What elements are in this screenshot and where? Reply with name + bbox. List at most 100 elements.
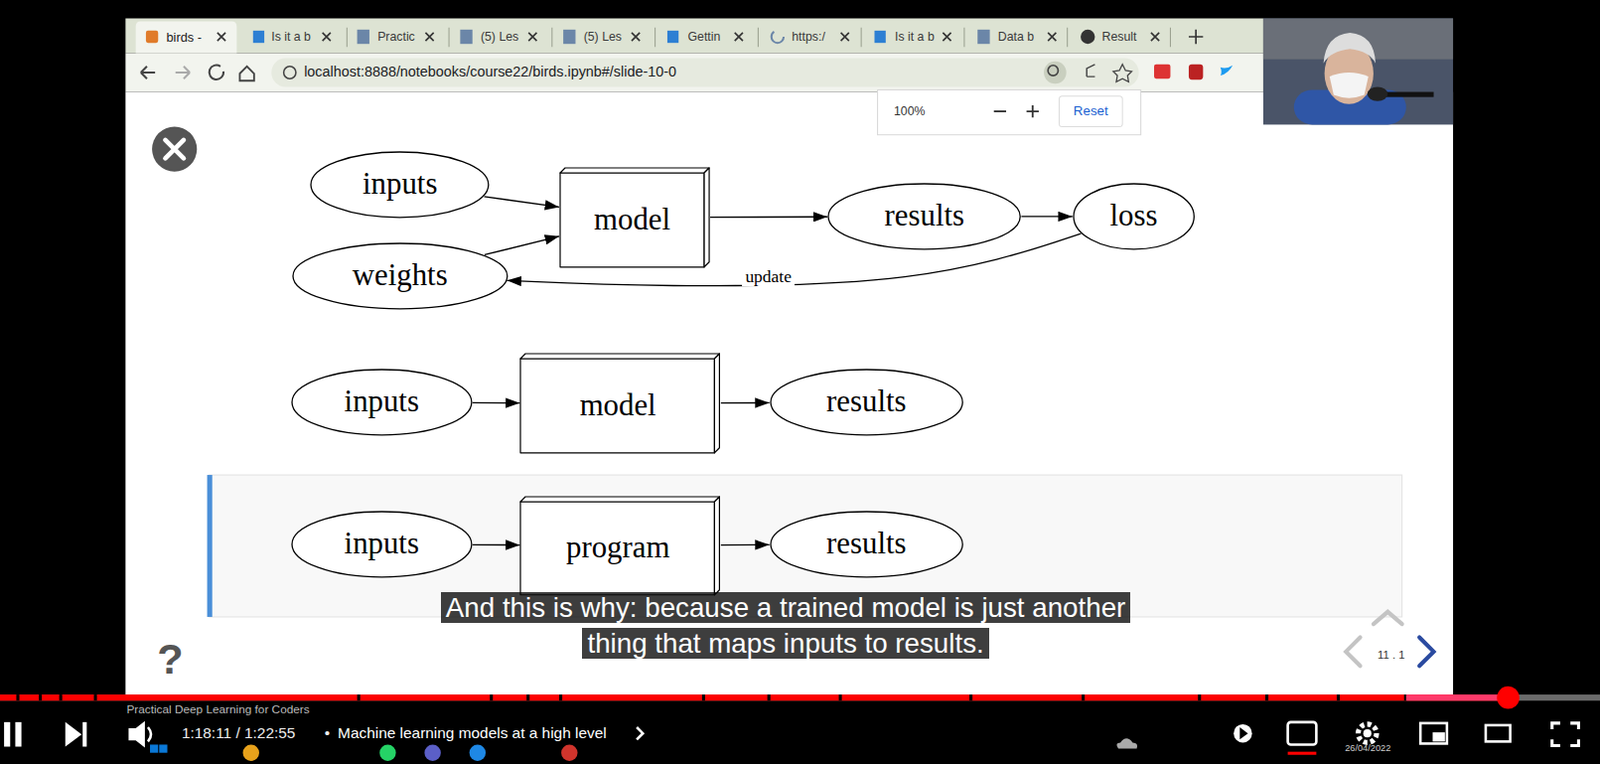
progress-bar	[94, 694, 98, 701]
tab-close-icon	[322, 32, 331, 41]
zoom-popup	[1026, 105, 1039, 118]
player-controls	[147, 727, 151, 741]
taskbar-icon	[1233, 724, 1252, 743]
watermark-text: Practical Deep Learning for Coders	[126, 702, 309, 717]
box-outline	[560, 172, 705, 268]
progress-bar	[489, 694, 493, 701]
taskbar-icon	[1116, 737, 1138, 748]
webcam-inset	[1323, 32, 1376, 64]
tab-favicon	[874, 30, 886, 43]
tab-strip	[125, 18, 1264, 54]
taskbar-icon	[379, 743, 396, 760]
player-controls	[82, 722, 87, 747]
tab-favicon	[145, 29, 1096, 44]
tab-favicon	[563, 29, 576, 44]
tab-favicon	[667, 30, 679, 43]
address-bar	[239, 66, 254, 81]
progress-bar	[839, 694, 843, 701]
address-bar	[125, 52, 1264, 92]
box-outline	[715, 353, 721, 453]
url-text: localhost:8888/notebooks/course22/birds.…	[303, 63, 677, 81]
separator-dot: •	[324, 724, 330, 742]
player-controls	[1433, 731, 1446, 741]
node-text: model	[593, 202, 671, 238]
arrow-connector	[710, 216, 828, 219]
arrow-connector	[472, 544, 521, 547]
process-box: model	[519, 352, 721, 454]
progress-bar	[1336, 694, 1340, 701]
progress-bar	[767, 694, 771, 701]
ellipse-outline	[828, 183, 1020, 250]
address-bar	[1154, 64, 1170, 79]
tab-title: Data b	[998, 29, 1034, 45]
tab-favicon	[253, 30, 265, 43]
ellipse-node: results	[827, 182, 1021, 251]
player-controls	[3, 721, 1579, 755]
node-text: inputs	[362, 166, 437, 202]
progress-bar	[15, 694, 19, 701]
ellipse-outline	[310, 151, 489, 218]
player-controls	[14, 722, 21, 747]
address-bar	[1047, 65, 1058, 76]
node-text: loss	[1109, 198, 1158, 234]
close-button	[164, 140, 183, 159]
progress-bar	[1406, 694, 1509, 701]
player-controls	[1288, 722, 1317, 745]
process-box: model	[559, 166, 711, 269]
address-bar	[209, 65, 224, 80]
tab-strip	[136, 21, 238, 54]
arrow-connector	[721, 544, 770, 547]
tab-close-icon	[734, 32, 743, 41]
node-text: results	[826, 384, 906, 420]
tab-strip	[448, 27, 450, 48]
box-outline	[560, 167, 710, 173]
tab-favicon	[459, 29, 472, 44]
tab-close-icon	[1151, 32, 1160, 41]
close-button	[151, 126, 197, 171]
webcam-inset	[1329, 72, 1369, 99]
chapter-title: Machine learning models at a high level	[337, 724, 607, 742]
arrow-connector	[483, 196, 560, 208]
player-controls	[3, 722, 10, 747]
address-bar	[284, 66, 296, 79]
ellipse-node: inputs	[290, 368, 473, 437]
ellipse-node: results	[769, 510, 964, 579]
taskbar-icon	[424, 743, 440, 760]
box-outline	[704, 167, 710, 268]
tab-close-icon	[942, 32, 951, 41]
progress-bar	[1081, 694, 1085, 701]
taskbar-icon	[1239, 727, 1248, 739]
node-text: inputs	[344, 384, 420, 420]
tab-strip	[551, 27, 553, 48]
tab-title: birds -	[165, 29, 202, 45]
progress-bar	[59, 694, 63, 701]
player-controls	[1485, 725, 1511, 741]
tab-close-icon	[1188, 29, 1203, 44]
time-display: 1:18:11 / 1:22:55	[181, 724, 296, 742]
player-controls	[1363, 728, 1372, 737]
progress-bar	[0, 694, 1509, 701]
slide-nav-arrow	[1373, 611, 1403, 624]
webcam-inset	[1263, 18, 1454, 126]
taskbar-icon	[469, 743, 486, 760]
address-bar	[125, 52, 1264, 92]
progress-bar	[526, 694, 530, 701]
tab-title: (5) Les	[480, 29, 519, 45]
tab-title: Practic	[377, 29, 416, 45]
taskbar-icon	[149, 724, 1253, 761]
tab-close-icon	[528, 32, 537, 41]
arrow-connector	[721, 402, 770, 405]
subtitle-box: And this is why: because a trained model…	[418, 589, 1154, 661]
node-text: model	[580, 388, 657, 424]
tab-strip	[654, 27, 656, 48]
help-icon: ?	[156, 633, 183, 686]
node-text: program	[566, 530, 670, 566]
player-controls	[128, 721, 145, 748]
tab-title: Is it a b	[894, 29, 935, 45]
ellipse-node: loss	[1072, 182, 1195, 251]
address-bar	[1086, 64, 1095, 77]
close-button	[151, 126, 197, 171]
taskbar-icon	[243, 743, 260, 760]
box-outline	[520, 353, 720, 359]
